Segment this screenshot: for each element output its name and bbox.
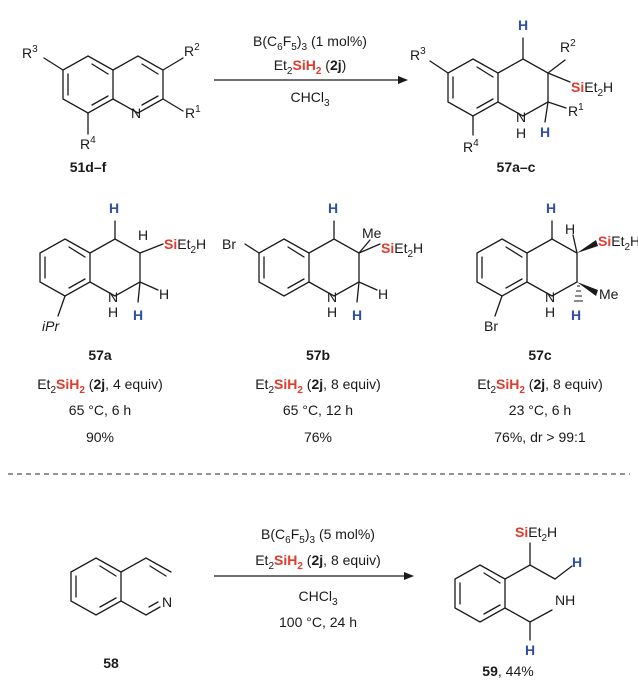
nitrogen-57a: N [108, 289, 118, 305]
nitrogen-57b: N [327, 289, 337, 305]
bromo-57c: Br [484, 318, 498, 334]
bromo-57b: Br [222, 236, 236, 252]
hydrogen-c2b-57b: H [352, 307, 362, 323]
methyl-57c: Me [599, 286, 619, 302]
r1-label-product: R1 [568, 102, 584, 119]
hydrogen-c4: H [518, 17, 528, 33]
condition2-catalyst: B(C6F5)3 (5 mol%) [261, 526, 375, 546]
hydrogen-c4-57a: H [109, 200, 119, 216]
hydrogen-c3-57c: H [565, 221, 575, 237]
reagent-57b: Et2SiH2 (2j, 8 equiv) [255, 376, 381, 396]
reaction-arrow-1: B(C6F5)3 (1 mol%) Et2SiH2 (2j) CHCl3 [214, 33, 408, 109]
r3-label: R3 [22, 44, 38, 61]
product-label-59: 59, 44% [482, 663, 533, 679]
condition-catalyst: B(C6F5)3 (1 mol%) [253, 33, 367, 53]
yield-57b: 76% [304, 429, 332, 445]
methyl-57b: Me [362, 225, 382, 241]
hydrogen-c2-57c: H [571, 307, 581, 323]
product-tetrahydroisoquinoline: SiEt2H H NH H 59, 44% [454, 524, 582, 679]
r1-label: R1 [185, 104, 201, 121]
condition2-solvent: CHCl3 [298, 588, 337, 608]
silyl-group-57c: SiEt2H [598, 233, 638, 253]
hydrogen-c4-57b: H [328, 200, 338, 216]
compound-57a: H H SiEt2H H N H H iPr [39, 200, 206, 334]
r2-label: R2 [184, 42, 200, 59]
hashed-bond-57c [574, 285, 583, 302]
product-tetrahydroquinoline: H R3 R2 SiEt2H R1 N H H R4 57a–c [410, 17, 613, 175]
nitrogen-atom-product: N [516, 109, 526, 125]
yield-57a: 90% [86, 429, 114, 445]
reactant-quinoline: N R3 R2 R1 R4 51d–f [22, 42, 201, 175]
hydrogen-c3-59: H [572, 554, 582, 570]
hydrogen-c2-57b: H [378, 286, 388, 302]
condition2-temp: 100 °C, 24 h [279, 614, 357, 630]
hydrogen-c2: H [540, 124, 550, 140]
silyl-group: SiEt2H [571, 79, 613, 99]
reagent-57c: Et2SiH2 (2j, 8 equiv) [477, 376, 603, 396]
nitrogen-atom: N [131, 105, 141, 121]
condition-reagent: Et2SiH2 (2j) [274, 57, 347, 77]
reagent-57a: Et2SiH2 (2j, 4 equiv) [37, 376, 163, 396]
hydrogen-c2-57a: H [159, 286, 169, 302]
r3-label-product: R3 [410, 46, 426, 63]
hydrogen-c3-57a: H [138, 227, 148, 243]
label-57c: 57c [528, 347, 552, 363]
label-57b: 57b [306, 347, 330, 363]
nh-57c: H [545, 304, 555, 320]
conditions-57c: 23 °C, 6 h [509, 402, 571, 418]
reactant-label: 51d–f [70, 159, 107, 175]
nh-57a: H [108, 304, 118, 320]
example-captions: 57a Et2SiH2 (2j, 4 equiv) 65 °C, 6 h 90%… [37, 347, 603, 445]
r2-label-product: R2 [560, 38, 576, 55]
silyl-group-57b: SiEt2H [381, 240, 423, 260]
condition2-reagent: Et2SiH2 (2j, 8 equiv) [255, 552, 381, 572]
r4-label-product: R4 [463, 138, 479, 155]
amine-59: NH [555, 592, 575, 608]
isopropyl-57a: iPr [42, 318, 60, 334]
conditions-57b: 65 °C, 12 h [283, 402, 353, 418]
r4-label: R4 [80, 135, 96, 152]
compound-57b: Br H Me SiEt2H H N H H [222, 200, 423, 323]
silyl-group-59: SiEt2H [515, 524, 557, 544]
hydrogen-c2b-57a: H [133, 307, 143, 323]
label-57a: 57a [88, 347, 112, 363]
yield-57c: 76%, dr > 99:1 [494, 429, 586, 445]
reactant-label-58: 58 [103, 655, 119, 671]
silyl-group-57a: SiEt2H [164, 236, 206, 256]
compound-57c: H H SiEt2H Me N H H Br [476, 200, 638, 334]
condition-solvent: CHCl3 [290, 89, 329, 109]
nh-hydrogen: H [516, 125, 526, 141]
hydrogen-c4-57c: H [546, 200, 556, 216]
nh-57b: H [327, 304, 337, 320]
conditions-57a: 65 °C, 6 h [69, 402, 131, 418]
product-label: 57a–c [497, 159, 536, 175]
reaction-arrow-2: B(C6F5)3 (5 mol%) Et2SiH2 (2j, 8 equiv) … [214, 526, 414, 630]
reactant-isoquinoline: N 58 [70, 557, 172, 671]
hydrogen-c1-59: H [525, 642, 535, 658]
nitrogen-57c: N [545, 289, 555, 305]
nitrogen-58: N [162, 594, 172, 610]
